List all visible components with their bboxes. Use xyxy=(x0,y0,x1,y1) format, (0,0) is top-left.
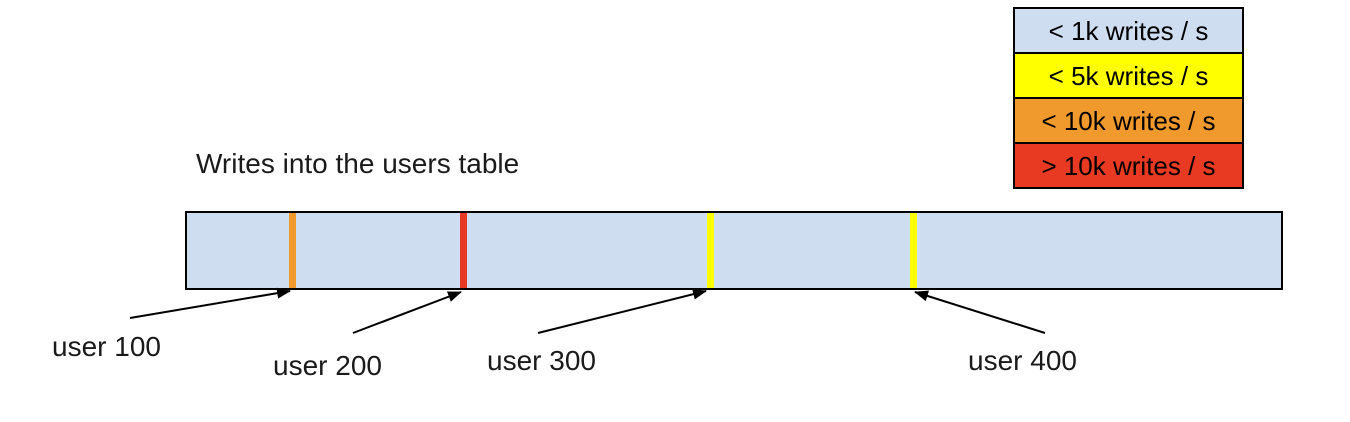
arrow-to-user100-stripe xyxy=(129,287,291,319)
arrow-to-user400-stripe xyxy=(914,290,1046,334)
write-hotspot-stripe-user200 xyxy=(459,213,467,288)
user-300-label: user 300 xyxy=(487,345,596,376)
write-hotspot-stripe-user400 xyxy=(909,213,917,288)
user-200-label: user 200 xyxy=(273,350,382,381)
arrow-to-user200-stripe xyxy=(352,291,462,334)
legend-item-gt10k: > 10k writes / s xyxy=(1013,142,1244,189)
diagram-title: Writes into the users table xyxy=(196,148,520,179)
legend-item-lt1k: < 1k writes / s xyxy=(1013,7,1244,54)
user-100-label: user 100 xyxy=(52,331,161,362)
legend-item-label: > 10k writes / s xyxy=(1041,150,1216,181)
users-table-bar xyxy=(185,211,1283,290)
legend-item-label: < 5k writes / s xyxy=(1048,60,1209,91)
legend-item-label: < 1k writes / s xyxy=(1048,15,1209,46)
legend-item-lt10k: < 10k writes / s xyxy=(1013,97,1244,144)
arrow-to-user300-stripe xyxy=(537,288,707,334)
legend-item-lt5k: < 5k writes / s xyxy=(1013,52,1244,99)
write-hotspot-stripe-user100 xyxy=(288,213,296,288)
legend-item-label: < 10k writes / s xyxy=(1041,105,1216,136)
write-hotspot-stripe-user300 xyxy=(706,213,714,288)
user-400-label: user 400 xyxy=(968,345,1077,376)
legend: < 1k writes / s < 5k writes / s < 10k wr… xyxy=(1013,7,1244,189)
